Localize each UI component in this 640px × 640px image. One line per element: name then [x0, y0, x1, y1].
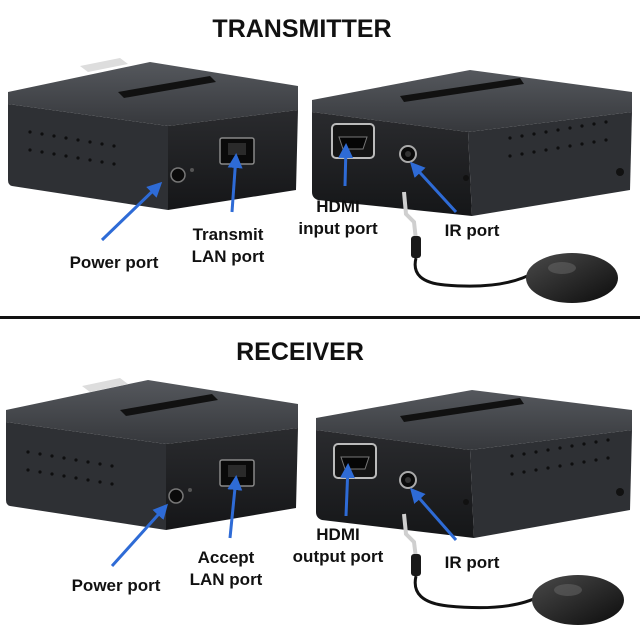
arrow-receiver-ir — [410, 487, 458, 541]
transmitter-section: TRANSMITTER — [8, 15, 632, 303]
transmitter-hdmi-label-line1: HDMI — [316, 197, 359, 216]
transmitter-ir-port-label: IR port — [445, 221, 500, 240]
section-divider — [0, 316, 640, 319]
receiver-lan-label-line1: Accept — [198, 548, 255, 567]
transmitter-title: TRANSMITTER — [212, 15, 391, 43]
transmitter-lan-label-line2: LAN port — [192, 247, 265, 266]
arrow-receiver-hdmi — [340, 463, 356, 517]
arrow-transmitter-lan — [227, 153, 243, 213]
transmitter-ir-receiver-cable — [402, 191, 618, 303]
transmitter-lan-label-line1: Transmit — [193, 225, 264, 244]
receiver-power-port-label: Power port — [72, 576, 161, 595]
arrow-transmitter-hdmi — [338, 143, 354, 187]
receiver-lan-label-line2: LAN port — [190, 570, 263, 589]
ir-receiver-sensor-icon — [526, 253, 618, 303]
receiver-hdmi-label-line1: HDMI — [316, 525, 359, 544]
dc-power-jack-icon — [168, 488, 184, 504]
transmitter-hdmi-label-line2: input port — [298, 219, 378, 238]
receiver-right-device — [316, 390, 632, 538]
arrow-receiver-lan — [227, 475, 243, 539]
transmitter-left-device — [8, 58, 298, 210]
receiver-ir-receiver-cable — [402, 513, 624, 625]
arrow-receiver-power — [110, 503, 169, 568]
receiver-ir-port-label: IR port — [445, 553, 500, 572]
receiver-left-device — [6, 378, 298, 530]
transmitter-right-device — [312, 70, 632, 216]
arrow-transmitter-power — [100, 181, 163, 242]
receiver-title: RECEIVER — [236, 338, 364, 366]
receiver-hdmi-label-line2: output port — [293, 547, 384, 566]
transmitter-power-port-label: Power port — [70, 253, 159, 272]
arrow-transmitter-ir — [409, 161, 458, 214]
ir-receiver-sensor-icon — [532, 575, 624, 625]
dc-power-jack-icon — [170, 167, 186, 183]
receiver-section: RECEIVER — [6, 338, 632, 625]
